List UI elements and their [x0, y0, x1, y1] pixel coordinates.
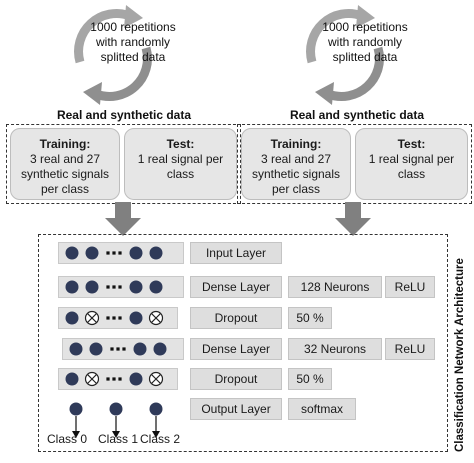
output-class-label: Class 1: [98, 432, 139, 446]
layer-activation: ReLU: [385, 338, 435, 360]
neuron-node: [153, 342, 167, 356]
output-class-label: Class 0: [47, 432, 88, 446]
ellipsis-dot: [118, 251, 122, 255]
output-class-label: Class 2: [140, 432, 181, 446]
layer-name: Dropout: [190, 368, 282, 390]
ellipsis-dot: [106, 285, 110, 289]
neuron-node: [149, 246, 163, 260]
ellipsis-dot: [122, 347, 126, 351]
neuron-node: [129, 311, 143, 325]
ellipsis-dot: [106, 251, 110, 255]
neuron-node: [129, 280, 143, 294]
test-text: 1 real signal per class: [368, 152, 455, 181]
layer-parameter: 32 Neurons: [288, 338, 382, 360]
ellipsis-dot: [118, 285, 122, 289]
network-vertical-label: Classification Network Architecture: [454, 258, 466, 452]
training-text: 3 real and 27 synthetic signals per clas…: [251, 152, 341, 196]
neuron-node: [129, 246, 143, 260]
test-heading: Test:: [397, 137, 426, 151]
training-heading: Training:: [270, 137, 322, 151]
neuron-node: [69, 342, 83, 356]
neuron-row: [65, 246, 163, 260]
neuron-node: [65, 372, 79, 386]
training-text: 3 real and 27 synthetic signals per clas…: [20, 152, 110, 196]
ellipsis-dot: [106, 316, 110, 320]
layer-parameter: 50 %: [288, 368, 332, 390]
ellipsis-dot: [110, 347, 114, 351]
layer-parameter: 50 %: [288, 307, 332, 329]
ellipsis-dot: [112, 285, 116, 289]
neuron-node: [65, 311, 79, 325]
neuron-node: [149, 280, 163, 294]
layer-name: Output Layer: [190, 398, 282, 420]
neuron-row: [65, 371, 164, 387]
ellipsis-dot: [106, 377, 110, 381]
neuron-node: [65, 280, 79, 294]
cycle-text: 1000 repetitions with randomly splitted …: [90, 20, 176, 64]
layer-parameter: softmax: [288, 398, 356, 420]
neuron-row: [65, 280, 163, 294]
network-architecture-group: [38, 234, 448, 452]
layer-name: Dropout: [190, 307, 282, 329]
layer-name: Dense Layer: [190, 338, 282, 360]
section-title: Real and synthetic data: [289, 108, 425, 122]
down-arrow-icon: [105, 202, 141, 236]
cycle-text: 1000 repetitions with randomly splitted …: [322, 20, 408, 64]
neuron-node: [109, 402, 123, 416]
ellipsis-dot: [118, 377, 122, 381]
training-card: Training: 3 real and 27 synthetic signal…: [10, 128, 120, 200]
neuron-node: [85, 246, 99, 260]
test-card: Test: 1 real signal per class: [355, 128, 468, 200]
neuron-node: [65, 246, 79, 260]
ellipsis-dot: [112, 251, 116, 255]
neuron-row: [69, 342, 167, 356]
cycle-arrows-icon: [74, 5, 152, 105]
test-card: Test: 1 real signal per class: [124, 128, 237, 200]
training-heading: Training:: [39, 137, 91, 151]
layer-name: Dense Layer: [190, 276, 282, 298]
down-arrow-icon: [335, 202, 371, 236]
test-text: 1 real signal per class: [137, 152, 224, 181]
ellipsis-dot: [112, 377, 116, 381]
neuron-row: [69, 402, 163, 438]
layer-name: Input Layer: [190, 242, 282, 264]
neuron-node: [69, 402, 83, 416]
layer-activation: ReLU: [385, 276, 435, 298]
test-heading: Test:: [166, 137, 195, 151]
ellipsis-dot: [118, 316, 122, 320]
neuron-node: [89, 342, 103, 356]
ellipsis-dot: [116, 347, 120, 351]
training-card: Training: 3 real and 27 synthetic signal…: [241, 128, 351, 200]
neuron-node: [129, 372, 143, 386]
cycle-arrows-icon: [306, 5, 384, 105]
ellipsis-dot: [112, 316, 116, 320]
neuron-row: [65, 310, 164, 326]
neuron-node: [85, 280, 99, 294]
neuron-node: [149, 402, 163, 416]
section-title: Real and synthetic data: [56, 108, 192, 122]
neuron-node: [133, 342, 147, 356]
layer-parameter: 128 Neurons: [288, 276, 382, 298]
